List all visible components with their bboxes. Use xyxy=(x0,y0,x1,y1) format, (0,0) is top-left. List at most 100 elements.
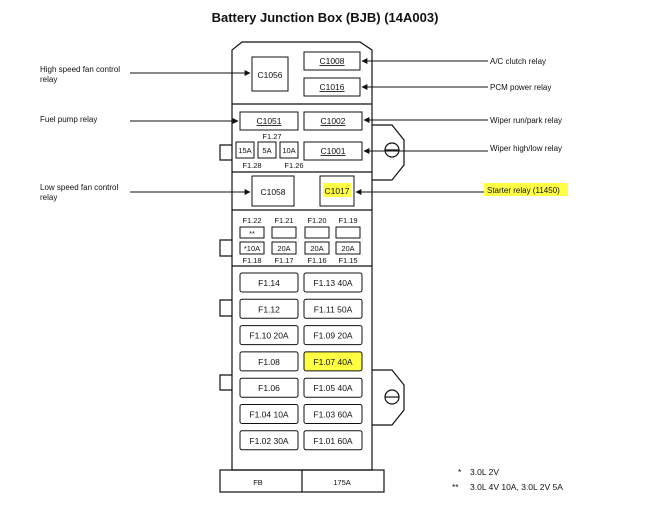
fuse-label-bottom: F1.16 xyxy=(307,256,326,265)
relay-c1051: C1051 xyxy=(239,111,299,131)
fuse-amp: 15A xyxy=(238,146,251,155)
fuse-label-f1-28: F1.28 xyxy=(242,161,261,170)
maxi-fuse: F1.05 40A xyxy=(303,377,363,398)
relay-c1056: C1056 xyxy=(251,56,289,92)
footnote-mark-2: ** xyxy=(452,482,459,492)
fuse-label-top: F1.20 xyxy=(307,216,326,225)
relay-c1001: C1001 xyxy=(303,141,363,161)
relay-c1016: C1016 xyxy=(303,77,361,97)
relay-label: C1058 xyxy=(260,187,285,197)
maxi-fuse-label: F1.07 40A xyxy=(313,357,353,367)
callout-starter: Starter relay (11450) xyxy=(355,183,568,196)
callout-pcm-power: PCM power relay xyxy=(361,83,551,92)
highlight-c1017 xyxy=(323,183,351,197)
mini-fuse-15a: 15A xyxy=(235,141,255,159)
relay-c1058: C1058 xyxy=(251,175,295,207)
callout-text: Fuel pump relay xyxy=(40,115,97,124)
diagram-title: Battery Junction Box (BJB) (14A003) xyxy=(212,10,439,25)
footnote-text-1: 3.0L 2V xyxy=(470,467,499,477)
maxi-fuse: F1.04 10A xyxy=(239,404,299,424)
fuse-amp: 20A xyxy=(310,244,323,253)
maxi-fuse-label: F1.14 xyxy=(258,278,280,288)
callout-wiper-high-low: Wiper high/low relay xyxy=(363,144,562,154)
maxi-fuse-label: F1.06 xyxy=(258,383,280,393)
maxi-fuse: F1.13 40A xyxy=(303,272,363,293)
maxi-fuse: F1.07 40A xyxy=(303,351,363,372)
callout-text-line2: relay xyxy=(40,75,57,84)
maxi-fuse-label: F1.11 50A xyxy=(314,304,353,314)
fuse-amp: 20A xyxy=(341,244,354,253)
fuse-note: ** xyxy=(249,229,255,238)
maxi-fuse: F1.11 50A xyxy=(303,298,363,319)
maxi-fuse-label: F1.13 40A xyxy=(313,278,353,288)
fuse-slot-upper xyxy=(304,226,330,239)
bjb-housing xyxy=(219,41,405,493)
fuse-amp: 5A xyxy=(262,146,271,155)
highlight-starter-label xyxy=(484,183,568,196)
fuse-label-f1-27: F1.27 xyxy=(262,132,281,141)
maxi-fuse: F1.14 xyxy=(239,272,299,293)
relay-label: C1051 xyxy=(256,116,281,126)
callout-text-line2: relay xyxy=(40,193,57,202)
maxi-fuse-label: F1.10 20A xyxy=(249,331,289,341)
bottom-strip-right: 175A xyxy=(333,478,351,487)
maxi-fuse-label: F1.02 30A xyxy=(249,436,289,446)
bottom-strip-left: FB xyxy=(253,478,263,487)
maxi-fuse-label: F1.03 60A xyxy=(313,410,353,420)
fuse-amp: 10A xyxy=(282,146,295,155)
fuse-label-bottom: F1.15 xyxy=(338,256,357,265)
fuse-slot-lower: 20A xyxy=(335,241,361,255)
fuse-slot-lower: 20A xyxy=(271,241,297,255)
callout-wiper-run-park: Wiper run/park relay xyxy=(363,116,562,125)
relay-c1002: C1002 xyxy=(303,111,363,131)
fuse-slot-upper: ** xyxy=(239,226,265,239)
maxi-fuse-label: F1.01 60A xyxy=(313,436,353,446)
relay-c1008: C1008 xyxy=(303,51,361,71)
fuse-label-top: F1.22 xyxy=(242,216,261,225)
relay-label: C1056 xyxy=(257,70,282,80)
maxi-fuse-label: F1.12 xyxy=(258,304,280,314)
relay-label: C1016 xyxy=(319,82,344,92)
maxi-fuse-label: F1.09 20A xyxy=(313,331,353,341)
callout-text: Starter relay (11450) xyxy=(487,186,560,195)
footnote-text-2: 3.0L 4V 10A, 3.0L 2V 5A xyxy=(470,482,563,492)
maxi-fuse: F1.12 xyxy=(239,298,299,319)
fuse-amp: 20A xyxy=(277,244,290,253)
callout-text: PCM power relay xyxy=(490,83,551,92)
footnote-mark-1: * xyxy=(458,467,462,477)
maxi-fuse: F1.03 60A xyxy=(303,404,363,424)
mini-fuse-10a: 10A xyxy=(279,141,299,159)
fuse-slot-upper xyxy=(335,226,361,239)
footnotes: * 3.0L 2V ** 3.0L 4V 10A, 3.0L 2V 5A xyxy=(452,467,563,492)
maxi-fuse: F1.02 30A xyxy=(239,430,299,451)
fuse-label-bottom: F1.18 xyxy=(242,256,261,265)
fuse-slot-lower: *10A xyxy=(239,241,265,255)
maxi-fuse: F1.01 60A xyxy=(303,430,363,451)
maxi-fuse-label: F1.08 xyxy=(258,357,280,367)
mini-fuse-5a: 5A xyxy=(257,141,277,159)
fuse-amp: *10A xyxy=(244,244,260,253)
maxi-fuse: F1.09 20A xyxy=(303,325,363,346)
callout-text: Wiper high/low relay xyxy=(490,144,562,153)
fuse-label-bottom: F1.17 xyxy=(274,256,293,265)
relay-label: C1017 xyxy=(324,186,349,196)
maxi-fuse-grid: F1.14 F1.13 40A F1.12 F1.11 50A F1.10 20A F1.… xyxy=(239,272,363,451)
maxi-fuse-label: F1.05 40A xyxy=(313,383,353,393)
fuse-label-top: F1.21 xyxy=(274,216,293,225)
fuse-slot-lower: 20A xyxy=(304,241,330,255)
highlight-f1-07 xyxy=(304,351,362,371)
fuse-label-f1-26: F1.26 xyxy=(284,161,303,170)
maxi-fuse: F1.06 xyxy=(239,377,299,398)
relay-label: C1001 xyxy=(320,146,345,156)
callout-fuel-pump: Fuel pump relay xyxy=(40,115,239,124)
fuse-row-f1-15-to-f1-22: F1.22 ** *10A F1.18 F1.21 20A F1.17 F1.20 20A F1.… xyxy=(239,216,361,265)
fuse-slot-upper xyxy=(271,226,297,239)
maxi-fuse: F1.10 20A xyxy=(239,325,299,346)
maxi-fuse-label: F1.04 10A xyxy=(249,410,289,420)
callout-text: A/C clutch relay xyxy=(490,57,546,66)
relay-c1017: C1017 xyxy=(319,175,355,207)
